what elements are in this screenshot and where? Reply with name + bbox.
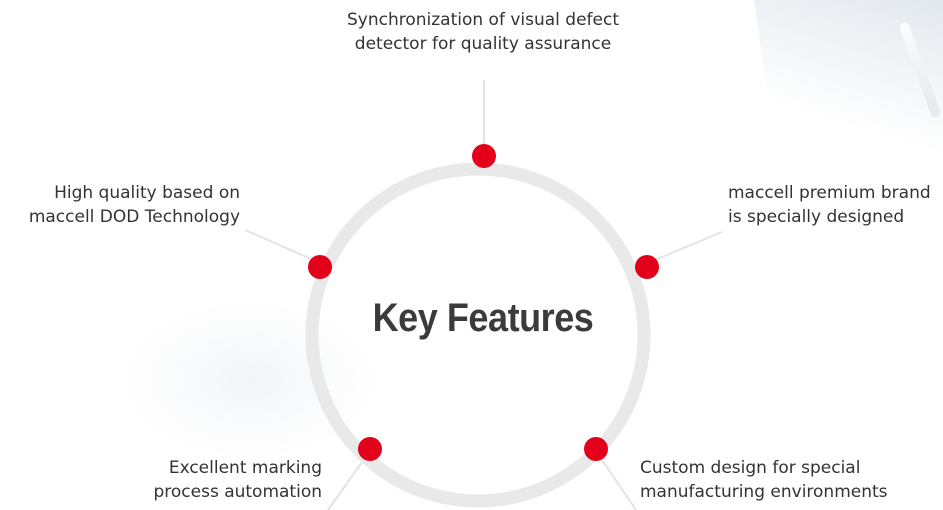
- feature-label-line: maccell premium brand: [728, 183, 931, 203]
- feature-dot-top: [472, 144, 496, 168]
- feature-dot-bottom-right: [584, 437, 608, 461]
- feature-label-right: maccell premium brand is specially desig…: [728, 181, 943, 229]
- feature-label-line: High quality based on: [54, 183, 240, 203]
- feature-label-line: maccell DOD Technology: [28, 207, 240, 227]
- connector-left: [244, 229, 319, 263]
- feature-label-top: Synchronization of visual defect detecto…: [283, 8, 683, 56]
- feature-dot-left: [308, 255, 332, 279]
- feature-label-line: detector for quality assurance: [354, 34, 612, 54]
- feature-label-line: Custom design for special: [640, 458, 861, 478]
- feature-label-bottom-right: Custom design for special manufacturing …: [640, 456, 943, 504]
- feature-ring: [305, 162, 651, 508]
- feature-label-left: High quality based on maccell DOD Techno…: [0, 181, 240, 229]
- feature-label-line: process automation: [153, 482, 322, 502]
- connector-bottom-right: [595, 450, 637, 510]
- feature-label-line: manufacturing environments: [640, 482, 888, 502]
- feature-dot-bottom-left: [358, 437, 382, 461]
- feature-label-bottom-left: Excellent marking process automation: [60, 456, 322, 504]
- feature-label-line: Excellent marking: [168, 458, 322, 478]
- feature-label-line: Synchronization of visual defect: [346, 10, 620, 30]
- center-title: Key Features: [372, 296, 594, 340]
- feature-dot-right: [635, 255, 659, 279]
- feature-label-line: is specially designed: [728, 207, 905, 227]
- connector-right: [649, 231, 723, 263]
